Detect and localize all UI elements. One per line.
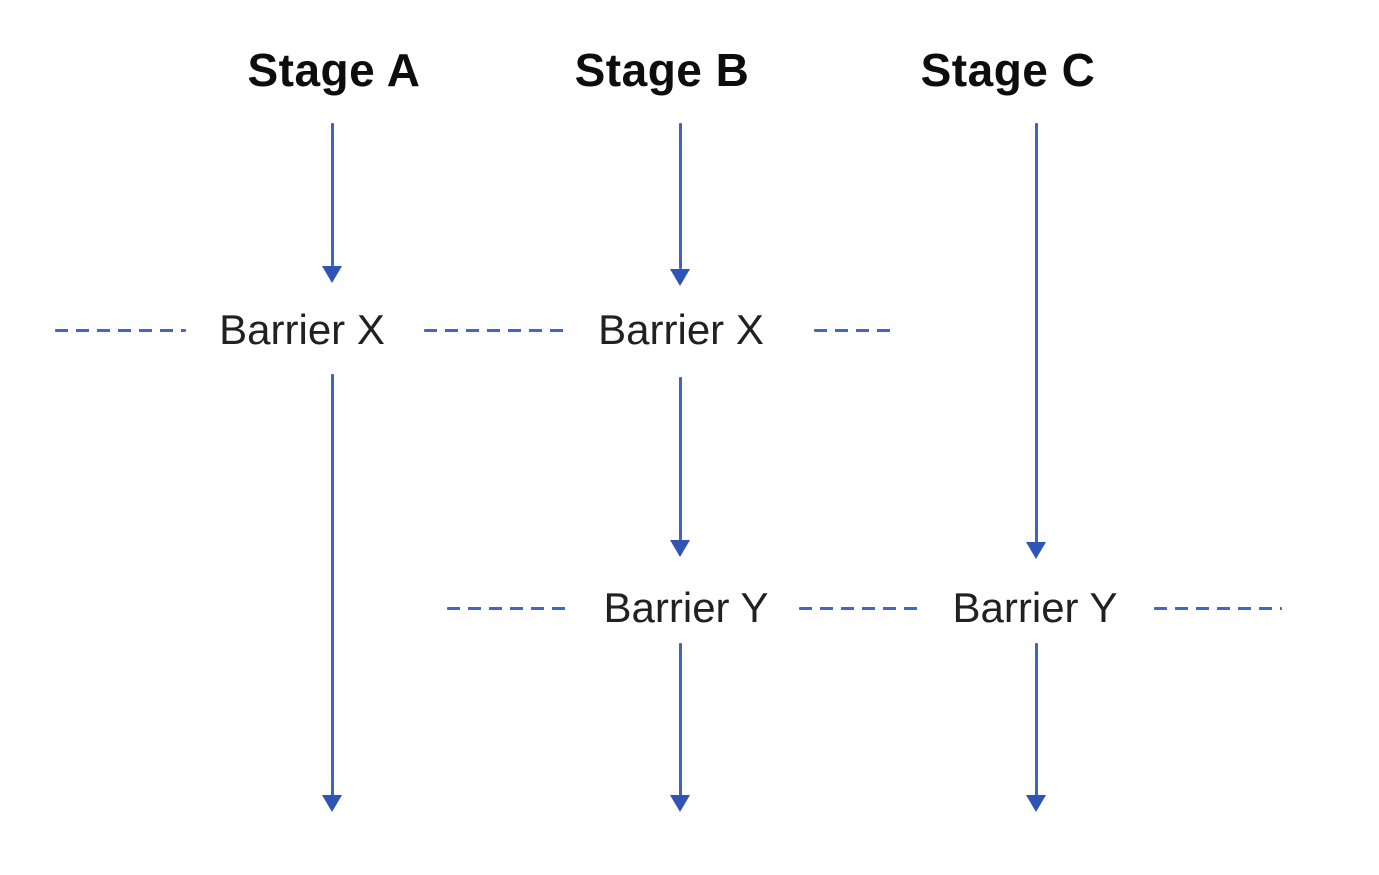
stage-a-flow-line-1	[331, 123, 334, 266]
stage-a-arrowhead-icon-2	[322, 795, 342, 812]
barrier-x-dash-left	[55, 329, 186, 332]
barrier-x-dash-right	[814, 329, 892, 332]
barrier-y-dash-middle	[799, 607, 923, 610]
stage-a-flow-line-2	[331, 374, 334, 796]
stage-c-arrowhead-icon-2	[1026, 795, 1046, 812]
stage-b-arrowhead-icon-3	[670, 795, 690, 812]
barrier-x-label-stage-a: Barrier X	[219, 306, 385, 353]
stage-c-flow-line-2	[1035, 643, 1038, 796]
barrier-y-dash-right	[1154, 607, 1282, 610]
stage-b-flow-line-2	[679, 377, 682, 541]
stage-b-arrowhead-icon-1	[670, 269, 690, 286]
barrier-x-dash-middle	[424, 329, 570, 332]
barrier-y-dash-left	[447, 607, 571, 610]
stage-b-flow-line-1	[679, 123, 682, 269]
barrier-y-label-stage-b: Barrier Y	[603, 584, 769, 631]
stage-c-arrowhead-icon-1	[1026, 542, 1046, 559]
barrier-y-label-stage-c: Barrier Y	[952, 584, 1118, 631]
stage-a-header: Stage A	[247, 44, 421, 96]
stage-c-header: Stage C	[920, 44, 1096, 96]
stage-a-arrowhead-icon-1	[322, 266, 342, 283]
barrier-x-label-stage-b: Barrier X	[598, 306, 764, 353]
stage-b-header: Stage B	[574, 44, 750, 96]
stage-b-flow-line-3	[679, 643, 682, 796]
stage-b-arrowhead-icon-2	[670, 540, 690, 557]
stage-c-flow-line-1	[1035, 123, 1038, 543]
